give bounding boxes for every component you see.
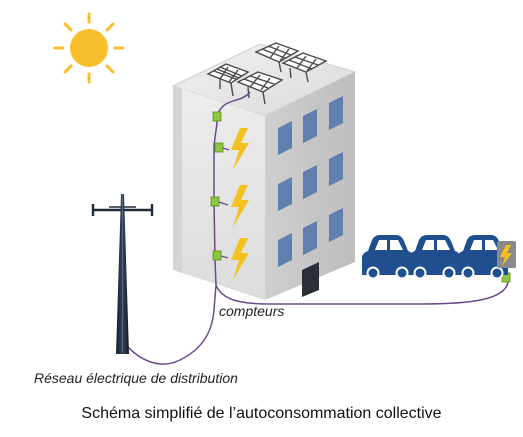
diagram-caption: Schéma simplifié de l’autoconsommation c… (81, 405, 442, 422)
building-windows (278, 96, 343, 267)
charging-station-icon (497, 241, 516, 268)
lightning-icon (231, 128, 249, 280)
sun-icon (53, 12, 125, 84)
power-pylon-icon (91, 194, 154, 354)
grid-label: Réseau électrique de distribution (34, 370, 238, 386)
meter-icon (210, 111, 511, 283)
meters-label: compteurs (219, 303, 285, 319)
electric-wires (126, 91, 509, 365)
solar-panel-icon (206, 42, 328, 105)
electric-car-icon (362, 235, 508, 280)
building-door (302, 262, 319, 297)
